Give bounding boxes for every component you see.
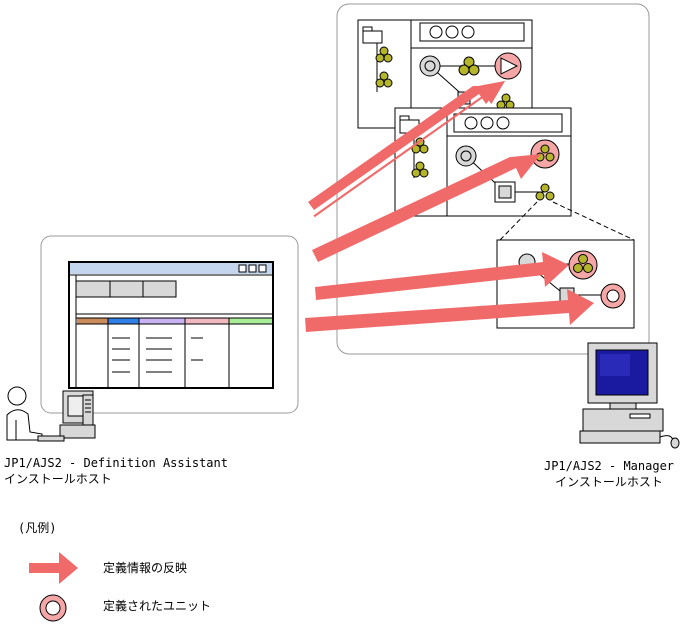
legend-arrow-label: 定義情報の反映 xyxy=(103,561,188,575)
manager-window-1 xyxy=(357,19,533,129)
definition-assistant-role: インストールホスト xyxy=(4,472,112,486)
jobnet-icon xyxy=(496,93,515,110)
definition-assistant-window xyxy=(68,261,274,389)
definition-assistant-host-label: JP1/AJS2 - Definition Assistant インストールホス… xyxy=(4,455,228,487)
highlighted-unit-icon xyxy=(494,52,522,80)
highlighted-unit-icon xyxy=(600,283,626,309)
pink-arrow-icon xyxy=(305,289,594,332)
legend-arrow-icon xyxy=(29,552,78,584)
manager-role: インストールホスト xyxy=(555,475,663,489)
jobnet-icon xyxy=(458,56,480,76)
highlighted-unit-icon xyxy=(568,250,598,280)
jobnet-icon xyxy=(375,46,393,63)
operator-person-icon xyxy=(6,386,43,441)
manager-host-label: JP1/AJS2 - Manager インストールホスト xyxy=(534,458,684,490)
jobnet-icon xyxy=(535,183,555,201)
jobnet-icon xyxy=(375,71,393,88)
computer-icon xyxy=(37,390,96,442)
pink-arrow-icon xyxy=(312,154,541,262)
folder-icon xyxy=(362,26,383,44)
legend-unit-label: 定義されたユニット xyxy=(103,599,212,613)
legend-title: (凡例) xyxy=(18,521,57,535)
pink-arrow-icon xyxy=(315,252,569,300)
definition-assistant-name: JP1/AJS2 - Definition Assistant xyxy=(4,456,228,470)
reflection-arrows xyxy=(305,81,594,332)
pink-arrow-icon xyxy=(308,81,505,218)
jobnet-icon xyxy=(411,161,429,178)
manager-name: JP1/AJS2 - Manager xyxy=(543,459,675,473)
manager-computer-icon xyxy=(579,342,680,449)
legend-defined-unit-icon xyxy=(39,594,67,622)
highlighted-unit-icon xyxy=(530,139,560,169)
